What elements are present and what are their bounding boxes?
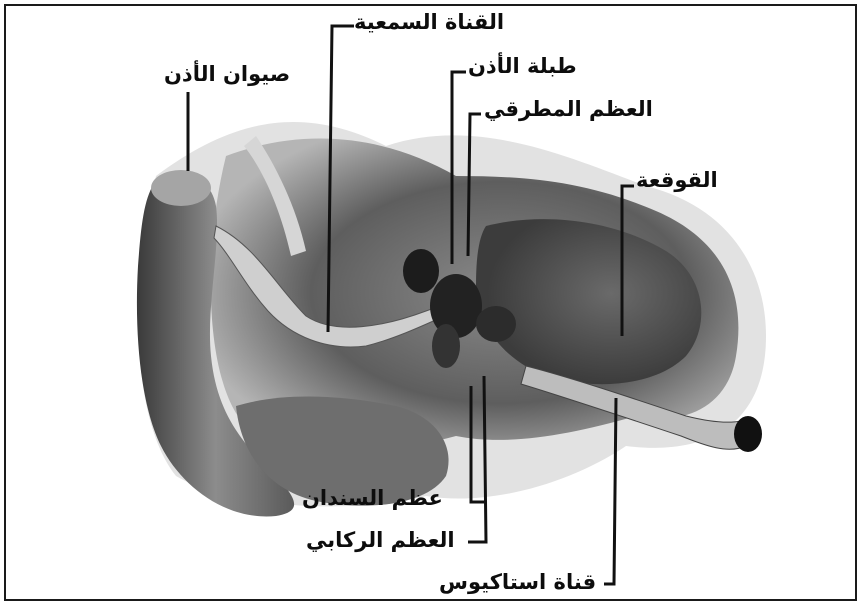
eardrum-label: طبلة الأذن [468,56,577,77]
auricle-rim [151,170,211,206]
ear-anatomy-illustration [6,6,855,599]
stapes-shape [476,306,516,342]
cochlea-label: القوقعة [636,170,718,191]
auricle-label: صيوان الأذن [164,64,290,85]
eustachian-opening [734,416,762,452]
malleus-shape [403,249,439,293]
auditory-canal-label: القناة السمعية [354,12,504,33]
eustachian-tube-label: قناة استاكيوس [439,572,596,593]
malleus-label: العظم المطرقي [484,99,653,120]
diagram-frame: القناة السمعية صيوان الأذن طبلة الأذن ال… [4,4,857,601]
stapes-label: العظم الركابي [306,530,455,551]
eardrum-shape [432,324,460,368]
incus-label: عظم السندان [302,488,443,509]
